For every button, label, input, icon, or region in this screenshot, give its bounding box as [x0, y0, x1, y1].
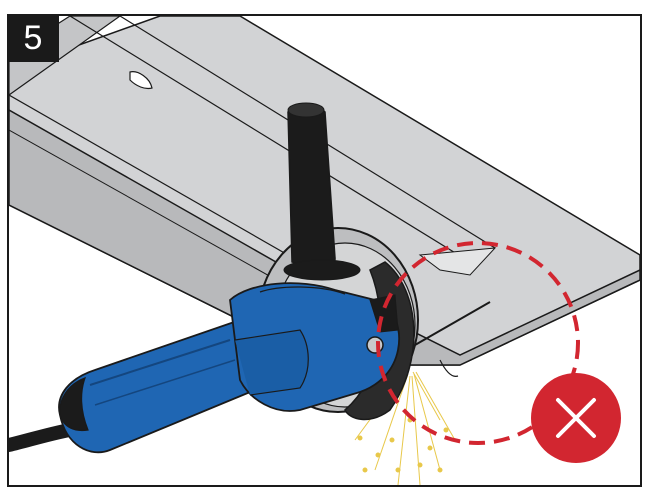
- warning-highlight-ring: [376, 241, 580, 445]
- side-handle: [283, 102, 361, 281]
- prohibited-x-icon: [531, 373, 621, 463]
- angle-grinder: [58, 282, 400, 454]
- step-number-badge: 5: [7, 14, 59, 62]
